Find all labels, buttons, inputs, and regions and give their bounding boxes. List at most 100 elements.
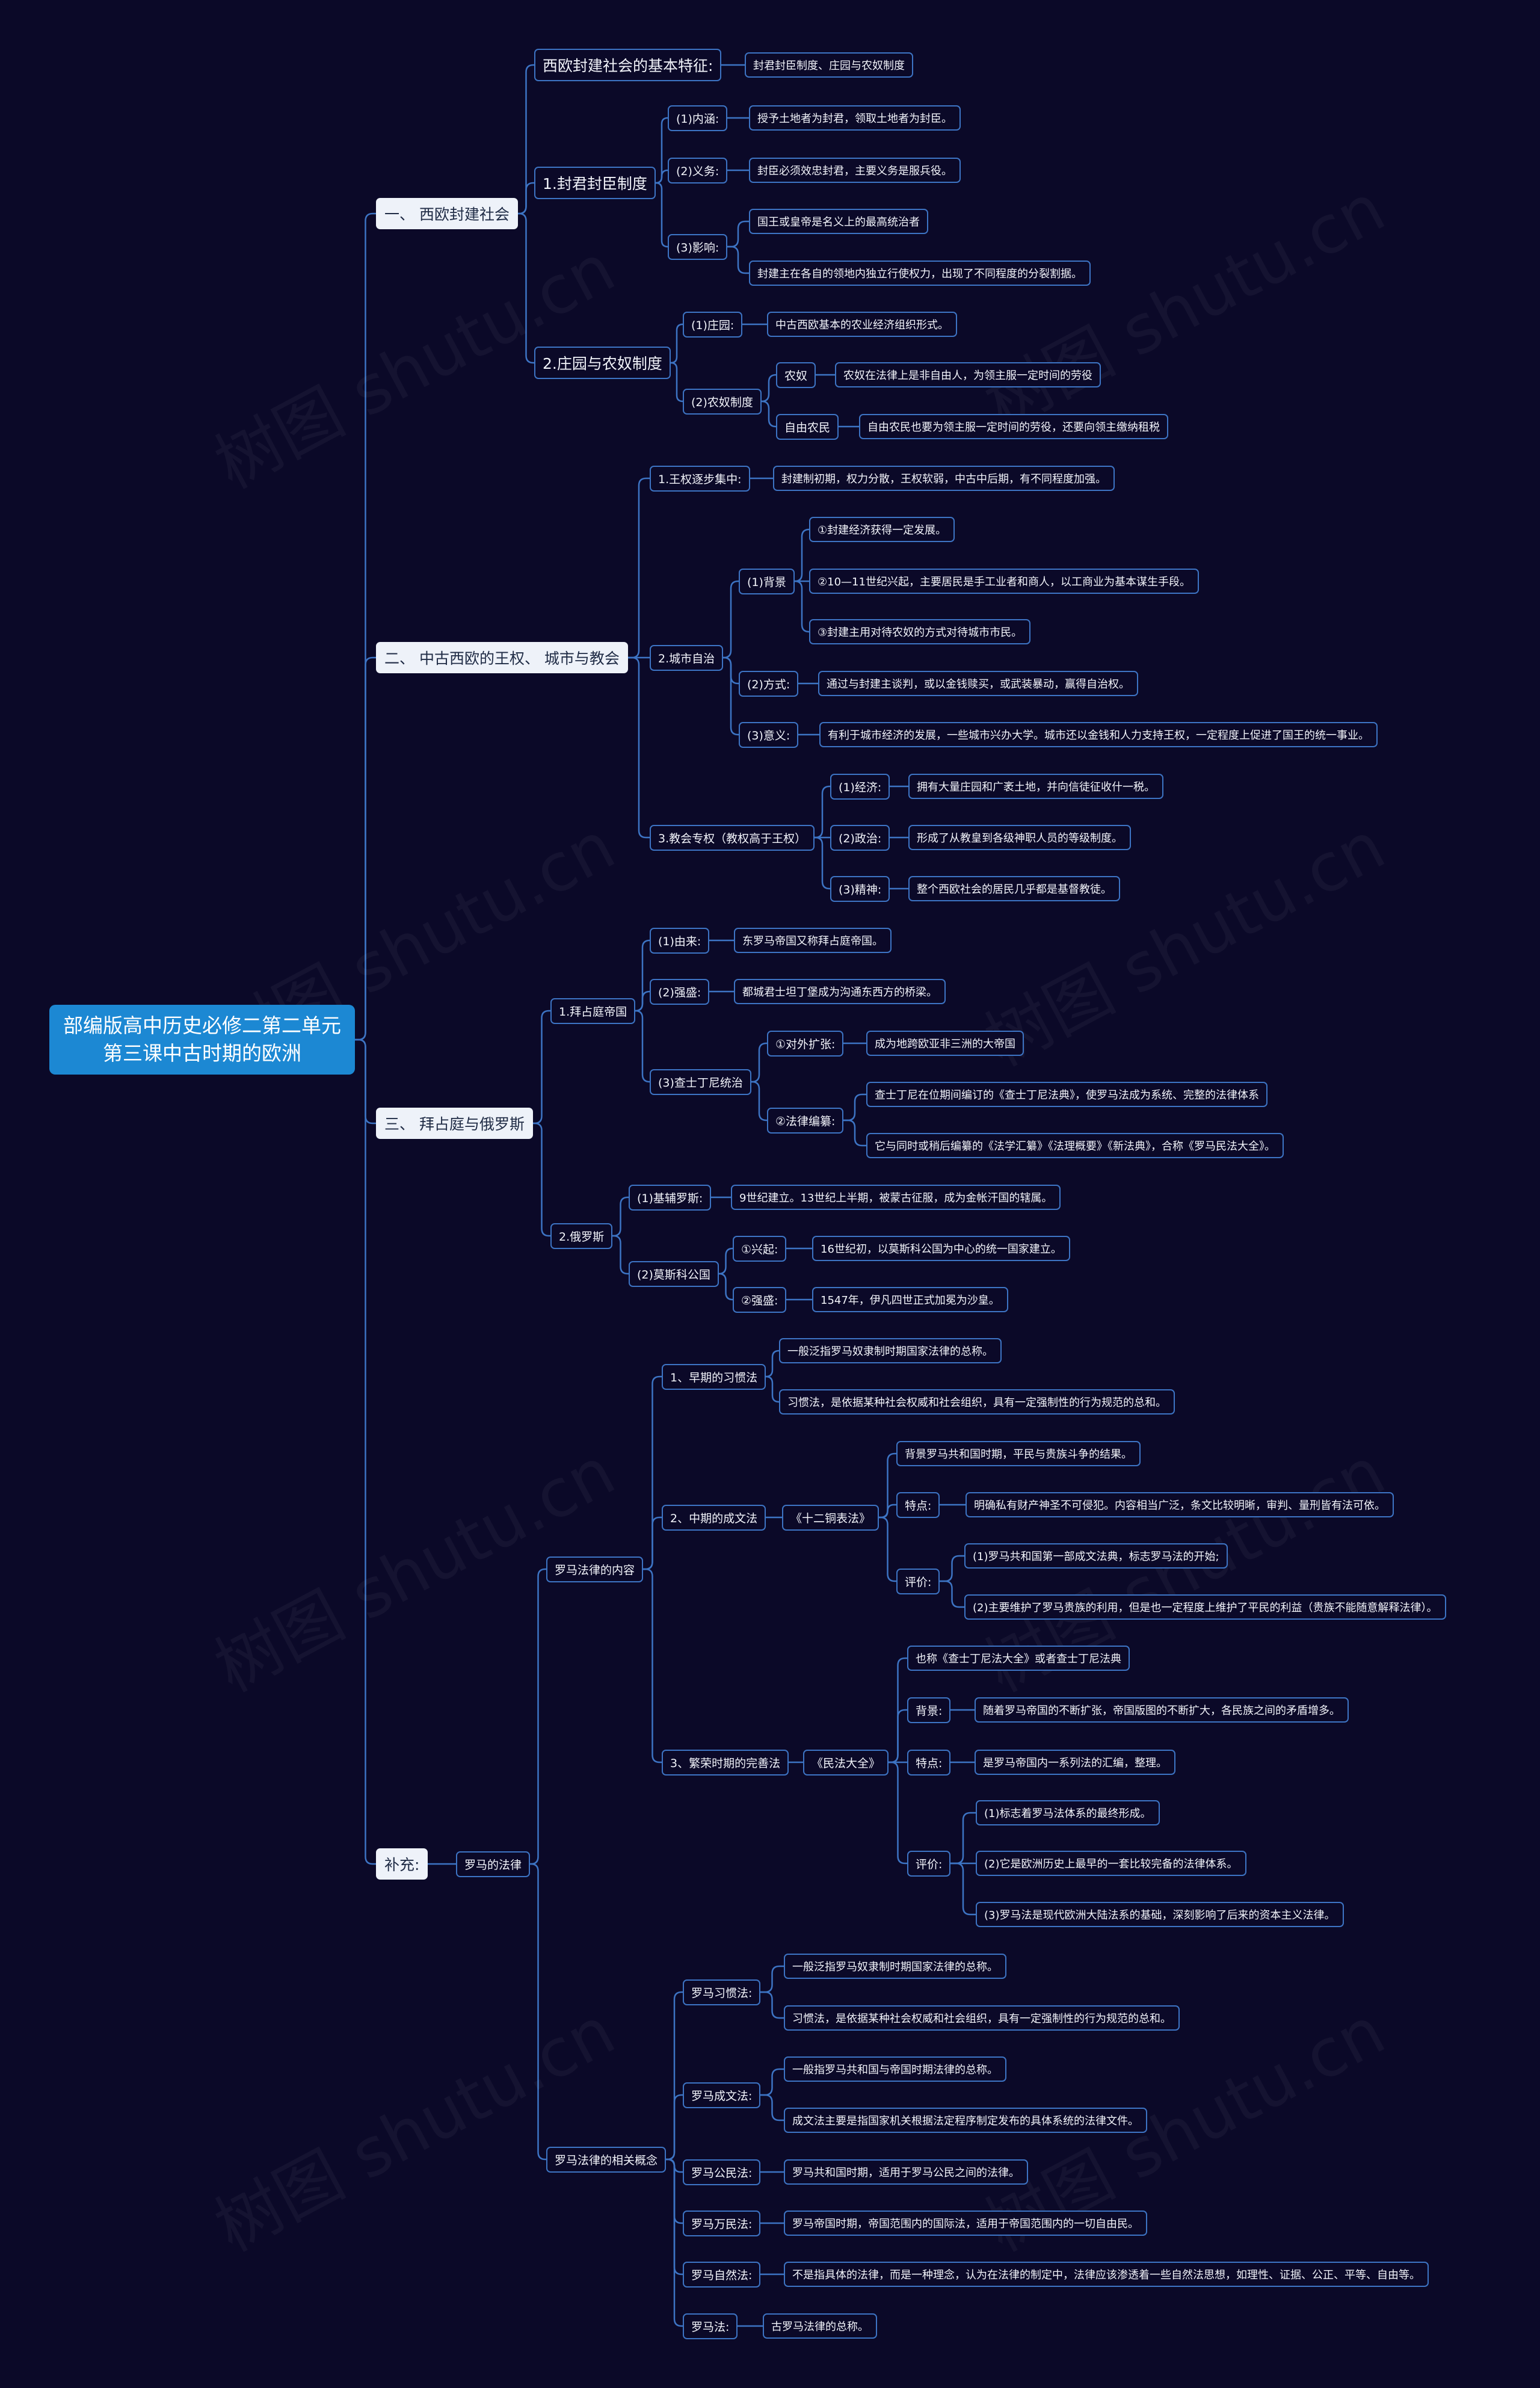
node-a3a: (1)庄园:: [683, 312, 743, 338]
node-d1a2c: 评价:: [896, 1569, 940, 1594]
node-b2a2: ②10—11世纪兴起，主要居民是手工业者和商人，以工商业为基本谋生手段。: [809, 569, 1199, 594]
node-b2c: (3)意义:: [739, 722, 799, 748]
node-a: 一、 西欧封建社会: [376, 198, 518, 229]
node-d1: 罗马的法律: [456, 1851, 531, 1877]
node-c: 三、 拜占庭与俄罗斯: [376, 1108, 533, 1139]
node-d1b2: 罗马成文法:: [683, 2082, 761, 2108]
node-a2a: (1)内涵:: [668, 105, 728, 131]
node-d1a3a: 也称《查士丁尼法大全》或者查士丁尼法典: [907, 1646, 1130, 1671]
connector-d1a2c-d1a2c2: [940, 1580, 964, 1608]
node-b1: 1.王权逐步集中:: [650, 466, 750, 492]
node-b1l: 封建制初期，权力分散，王权软弱，中古中后期，有不同程度加强。: [773, 466, 1115, 491]
connector-a-a3: [518, 212, 534, 364]
node-d1b5l: 不是指具体的法律，而是一种理念，认为在法律的制定中，法律应该渗透着一些自然法思想…: [784, 2262, 1429, 2287]
connector-b2-b2c: [723, 656, 739, 736]
node-c1bl: 都城君士坦丁堡成为沟通东西方的桥梁。: [734, 979, 946, 1004]
connector-b-b3: [628, 656, 650, 839]
connector-a3b-a3b2: [761, 400, 777, 428]
node-c1c2a: 查士丁尼在位期间编订的《查士丁尼法典》，使罗马法成为系统、完整的法律体系: [866, 1082, 1267, 1107]
connector-b-b1: [628, 477, 650, 659]
node-b3: 3.教会专权（教权高于王权）: [650, 825, 815, 851]
node-a1: 西欧封建社会的基本特征:: [534, 49, 722, 81]
node-d1a1a: 一般泛指罗马奴隶制时期国家法律的总称。: [779, 1338, 1002, 1363]
node-c1a: (1)由来:: [650, 928, 710, 954]
connector-b2a-b2a3: [794, 580, 810, 633]
connector-d1a3x-d1a3d: [889, 1761, 907, 1865]
node-a2c2: 封建主在各自的领地内独立行使权力，出现了不同程度的分裂割据。: [749, 261, 1091, 286]
connector-c2-c2b: [612, 1235, 629, 1275]
node-b2bl: 通过与封建主谈判，或以金钱赎买，或武装暴动，赢得自治权。: [818, 671, 1138, 696]
node-d1b2b: 成文法主要是指国家机关根据法定程序制定发布的具体系统的法律文件。: [784, 2108, 1147, 2133]
node-d1b3: 罗马公民法:: [683, 2159, 761, 2185]
node-c2a: (1)基辅罗斯:: [629, 1185, 712, 1211]
node-a2c1: 国王或皇帝是名义上的最高统治者: [749, 209, 928, 234]
node-d1a3d3: (3)罗马法是现代欧洲大陆法系的基础，深刻影响了后来的资本主义法律。: [976, 1902, 1344, 1927]
node-a2bl: 封臣必须效忠封君，主要义务是服兵役。: [749, 158, 961, 183]
node-d1a3d1: (1)标志着罗马法体系的最终形成。: [976, 1800, 1160, 1825]
node-d1b3l: 罗马共和国时期，适用于罗马公民之间的法律。: [784, 2159, 1028, 2185]
connector-c2b-c2b1: [718, 1247, 733, 1275]
node-b2a: (1)背景: [739, 569, 795, 594]
node-d1b6: 罗马法:: [683, 2313, 738, 2339]
node-c2al: 9世纪建立。13世纪上半期，被蒙古征服，成为金帐汗国的辖属。: [731, 1185, 1061, 1210]
node-d1a2bl: 明确私有财产神圣不可侵犯。内容相当广泛，条文比较明晰，审判、量刑皆有法可依。: [966, 1492, 1394, 1517]
connector-d1a2c-d1a2c1: [940, 1555, 964, 1582]
connector-a2c-a2c2: [727, 245, 749, 274]
connector-d1-d1a: [530, 1568, 546, 1865]
node-b3al: 拥有大量庄园和广袤土地，并向信徒征收什一税。: [908, 774, 1163, 799]
node-d1a3bl: 随着罗马帝国的不断扩张，帝国版图的不断扩大，各民族之间的矛盾增多。: [975, 1697, 1349, 1723]
connector-d1a1-d1a1a: [765, 1350, 780, 1378]
node-b2a3: ③封建主用对待农奴的方式对待城市市民。: [809, 619, 1031, 644]
node-d1a2c1: (1)罗马共和国第一部成文法典，标志罗马法的开始;: [964, 1543, 1228, 1569]
node-b: 二、 中古西欧的王权、 城市与教会: [376, 642, 628, 673]
node-d1b5: 罗马自然法:: [683, 2262, 761, 2288]
connector-root-d: [355, 1038, 376, 1865]
connector-d1b2-d1b2a: [760, 2068, 784, 2096]
connector-b3-b3a: [815, 785, 830, 839]
node-c2b1l: 16世纪初，以莫斯科公国为中心的统一国家建立。: [812, 1236, 1070, 1261]
connector-d1a3d-d1a3d3: [950, 1862, 976, 1916]
node-a2al: 授予土地者为封君，领取土地者为封臣。: [749, 105, 961, 131]
connector-d1b-d1b2: [666, 2094, 683, 2161]
connector-b2a-b2a1: [794, 528, 810, 582]
node-a2c: (3)影响:: [668, 234, 728, 260]
connector-c1-c1c: [635, 1010, 650, 1083]
node-b3b: (2)政治:: [830, 825, 890, 851]
connector-c2b-c2b2: [718, 1273, 733, 1301]
connector-d1-d1b: [530, 1863, 546, 2161]
node-a3al: 中古西欧基本的农业经济组织形式。: [767, 312, 957, 337]
node-a3b2l: 自由农民也要为领主服一定时间的劳役，还要向领主缴纳租税: [859, 414, 1168, 439]
node-d1a2b: 特点:: [896, 1492, 940, 1518]
node-d1a2a: 背景罗马共和国时期，平民与贵族斗争的结果。: [896, 1441, 1141, 1466]
node-a3b1: 农奴: [776, 362, 816, 388]
node-a2: 1.封君封臣制度: [534, 167, 656, 199]
node-c2b2: ②强盛:: [733, 1287, 787, 1313]
connector-d1a-d1a2: [643, 1516, 662, 1570]
node-c2b2l: 1547年，伊凡四世正式加冕为沙皇。: [812, 1287, 1008, 1312]
node-c2b1: ①兴起:: [733, 1236, 787, 1262]
connector-a2-a2c: [655, 182, 668, 248]
connector-d1a1-d1a1b: [765, 1375, 780, 1403]
node-d1a3d2: (2)它是欧洲历史上最早的一套比较完备的法律体系。: [976, 1851, 1246, 1876]
node-d1b1b: 习惯法，是依据某种社会权威和社会组织，具有一定强制性的行为规范的总和。: [784, 2005, 1180, 2031]
node-d1a2: 2、中期的成文法: [662, 1505, 766, 1531]
connector-c1c2-c1c2b: [843, 1119, 866, 1147]
root-topic: 部编版高中历史必修二第二单元第三课中古时期的欧洲: [49, 1005, 355, 1075]
node-d1a3d: 评价:: [907, 1851, 951, 1877]
node-b3c: (3)精神:: [830, 876, 890, 902]
connector-c1c-c1c1: [751, 1042, 767, 1083]
node-b2cl: 有利于城市经济的发展，一些城市兴办大学。城市还以金钱和人力支持王权，一定程度上促…: [819, 722, 1378, 747]
node-d1b4l: 罗马帝国时期，帝国范围内的国际法，适用于帝国范围内的一切自由民。: [784, 2211, 1147, 2236]
node-c2b: (2)莫斯科公国: [629, 1261, 719, 1287]
connector-a3b-a3b1: [761, 374, 777, 403]
node-d1b1: 罗马习惯法:: [683, 1979, 761, 2005]
connector-c2-c2a: [612, 1196, 629, 1237]
node-d1a: 罗马法律的内容: [546, 1557, 644, 1582]
node-d1b1a: 一般泛指罗马奴隶制时期国家法律的总称。: [784, 1954, 1006, 1979]
connector-a2c-a2c1: [727, 220, 749, 248]
node-d1b4: 罗马万民法:: [683, 2211, 761, 2236]
node-d1b: 罗马法律的相关概念: [546, 2147, 667, 2173]
connector-root-b: [355, 656, 376, 1041]
